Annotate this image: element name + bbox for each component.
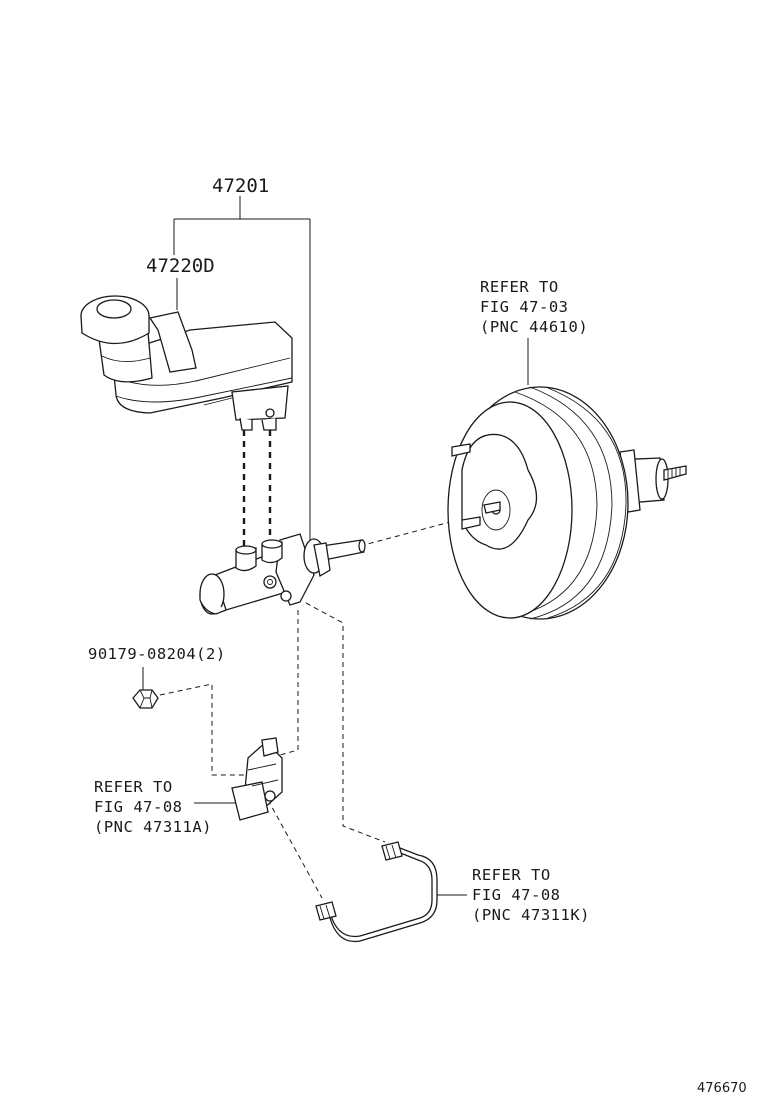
bracket-ref-line-1: REFER TO [94,778,173,796]
hex-nut-icon [132,689,159,709]
booster-ref-line-2: FIG 47-03 [480,298,569,316]
assembly-lines [159,430,485,899]
tube-ref-line-2: FIG 47-08 [472,886,561,904]
label-nut: 90179-08204(2) [88,645,226,663]
brake-tube-icon [315,841,438,943]
brake-fluid-reservoir-icon [80,295,293,431]
tube-ref-line-1: REFER TO [472,866,551,884]
bracket-ref-line-3: (PNC 47311A) [94,818,212,836]
brake-line-bracket-icon [231,737,283,821]
brake-master-cylinder-icon [199,533,366,615]
bracket-ref-line-2: FIG 47-08 [94,798,183,816]
leader-lines [142,196,529,896]
figure-id: 476670 [697,1081,747,1096]
brake-booster-icon [447,386,687,620]
booster-ref-line-1: REFER TO [480,278,559,296]
tube-ref-line-3: (PNC 47311K) [472,906,590,924]
label-reservoir: 47220D [146,255,215,277]
label-assembly: 47201 [212,175,269,197]
booster-ref-line-3: (PNC 44610) [480,318,588,336]
